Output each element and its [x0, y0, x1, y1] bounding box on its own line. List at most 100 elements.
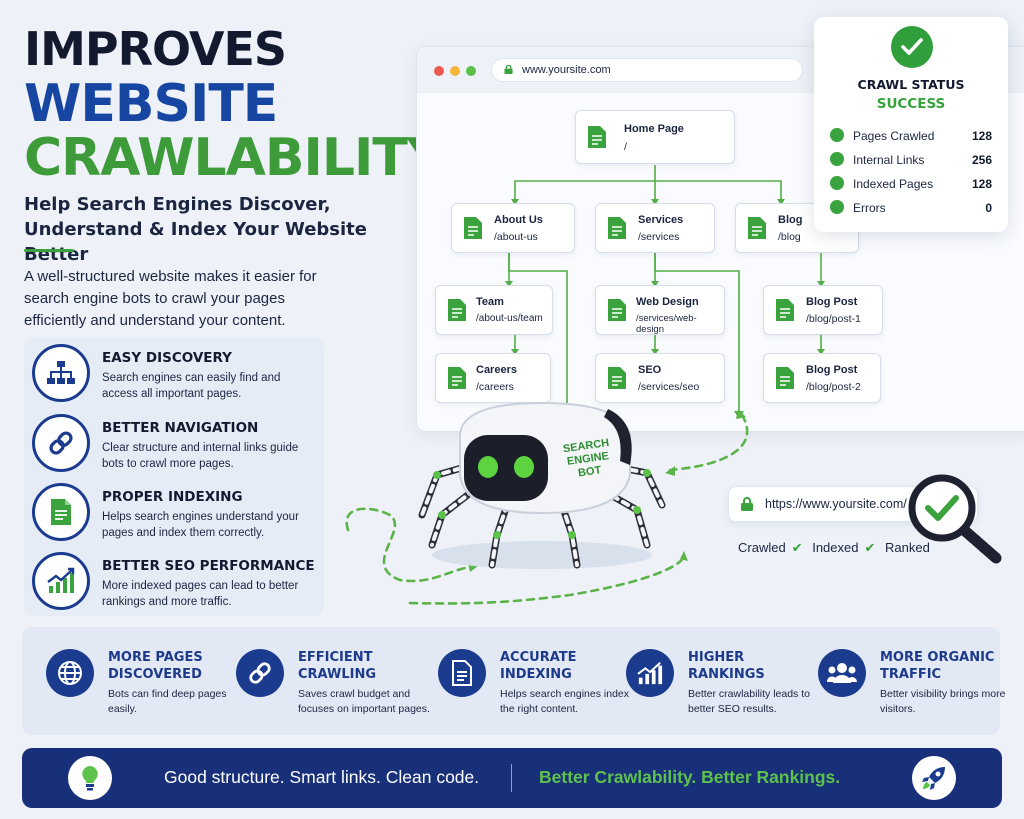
- strip-item: ACCURATE INDEXING Helps search engines i…: [438, 641, 629, 731]
- status-label: Pages Crawled: [853, 129, 935, 143]
- page-path: /blog/post-2: [806, 381, 861, 393]
- page-path: /careers: [476, 381, 514, 393]
- success-check-icon: [891, 26, 933, 68]
- divider: [24, 249, 74, 252]
- link-icon: [32, 414, 90, 472]
- page-node-services[interactable]: Services /services: [595, 203, 715, 253]
- benefit-title: PROPER INDEXING: [102, 489, 243, 505]
- status-row: Internal Links 256: [830, 151, 992, 169]
- page-node-blog-post-1[interactable]: Blog Post /blog/post-1: [763, 285, 883, 335]
- document-icon: [32, 483, 90, 541]
- banner-divider: [511, 764, 512, 792]
- benefit-item: BETTER NAVIGATION Clear structure and in…: [32, 410, 322, 478]
- page-node-blog-post-2[interactable]: Blog Post /blog/post-2: [763, 353, 881, 403]
- page-title: Blog Post: [806, 364, 858, 376]
- status-label: Errors: [853, 201, 886, 215]
- status-row: Errors 0: [830, 199, 992, 217]
- maximize-dot[interactable]: [466, 66, 476, 76]
- strip-item: HIGHER RANKINGS Better crawlability lead…: [626, 641, 816, 731]
- benefit-title: BETTER NAVIGATION: [102, 420, 259, 436]
- banner-tagline: Good structure. Smart links. Clean code.: [164, 767, 480, 787]
- magnifier-check-icon: [908, 474, 1002, 564]
- page-title: Blog: [778, 214, 803, 226]
- strip-title: EFFICIENT CRAWLING: [298, 650, 377, 682]
- address-text: www.yoursite.com: [522, 64, 611, 76]
- page-title: Web Design: [636, 296, 699, 308]
- strip-text: Helps search engines index the right con…: [500, 688, 629, 715]
- crawl-result-steps: Crawled✔ Indexed✔ Ranked: [738, 540, 936, 556]
- page-icon: [608, 367, 626, 389]
- crawl-status-state: SUCCESS: [876, 96, 946, 112]
- strip-title: MORE ORGANIC TRAFFIC: [880, 650, 995, 682]
- page-node-web-design[interactable]: Web Design /services/web-design: [595, 285, 725, 335]
- headline-line-3: CRAWLABILITY: [24, 128, 444, 188]
- benefit-text: More indexed pages can lead to better ra…: [102, 580, 299, 608]
- page-icon: [608, 299, 626, 321]
- users-icon: [818, 649, 866, 697]
- step-label: Crawled: [738, 540, 786, 555]
- strip-text: Better visibility brings more visitors.: [880, 688, 1006, 715]
- page-icon: [776, 299, 794, 321]
- page-node-home[interactable]: Home Page /: [575, 110, 735, 164]
- page-title: SEO: [638, 364, 662, 376]
- page-title: Home Page: [624, 123, 684, 135]
- benefits-strip: MORE PAGES DISCOVERED Bots can find deep…: [22, 627, 1005, 735]
- page-node-seo[interactable]: SEO /services/seo: [595, 353, 725, 403]
- close-dot[interactable]: [434, 66, 444, 76]
- globe-icon: [46, 649, 94, 697]
- page-title: About Us: [494, 214, 543, 226]
- document-icon: [438, 649, 486, 697]
- page-path: /services/web-design: [636, 313, 697, 335]
- benefit-text: Search engines can easily find and acces…: [102, 372, 281, 400]
- page-node-about[interactable]: About Us /about-us: [451, 203, 575, 253]
- crawl-status-title: CRAWL STATUS: [857, 77, 965, 92]
- benefit-text: Helps search engines understand your pag…: [102, 511, 299, 539]
- lock-icon: [504, 65, 513, 74]
- benefit-title: BETTER SEO PERFORMANCE: [102, 558, 315, 574]
- status-row: Pages Crawled 128: [830, 127, 992, 145]
- strip-title: ACCURATE INDEXING: [500, 650, 577, 682]
- page-node-careers[interactable]: Careers /careers: [435, 353, 551, 403]
- page-icon: [748, 217, 766, 239]
- crawl-status-card: CRAWL STATUS SUCCESS Pages Crawled 128 I…: [814, 17, 1008, 232]
- check-icon: [830, 200, 844, 214]
- strip-text: Saves crawl budget and focuses on import…: [298, 688, 430, 715]
- strip-title: MORE PAGES DISCOVERED: [108, 650, 203, 682]
- status-value: 256: [971, 153, 992, 167]
- growth-chart-icon: [626, 649, 674, 697]
- intro-text: A well-structured website makes it easie…: [24, 268, 317, 329]
- link-icon: [236, 649, 284, 697]
- page-icon: [776, 367, 794, 389]
- search-engine-bot-illustration: [418, 401, 666, 569]
- page-title: Services: [638, 214, 684, 226]
- strip-item: MORE PAGES DISCOVERED Bots can find deep…: [46, 641, 236, 731]
- status-value: 0: [985, 201, 992, 215]
- status-label: Internal Links: [853, 153, 925, 167]
- page-path: /: [624, 141, 627, 153]
- page-path: /blog/post-1: [806, 313, 861, 325]
- benefit-item: EASY DISCOVERY Search engines can easily…: [32, 340, 322, 408]
- benefit-item: PROPER INDEXING Helps search engines und…: [32, 479, 322, 547]
- page-path: /services/seo: [638, 381, 700, 393]
- strip-text: Bots can find deep pages easily.: [108, 688, 227, 715]
- benefit-item: BETTER SEO PERFORMANCE More indexed page…: [32, 548, 322, 616]
- banner-slogan: Better Crawlability. Better Rankings.: [539, 767, 841, 787]
- minimize-dot[interactable]: [450, 66, 460, 76]
- subheading: Help Search Engines Discover, Understand…: [24, 194, 367, 265]
- page-title: Blog Post: [806, 296, 858, 308]
- check-icon: [830, 176, 844, 190]
- site-tree-connectors: [505, 165, 825, 419]
- step-label: Indexed: [812, 540, 859, 555]
- check-icon: [830, 128, 844, 142]
- status-value: 128: [971, 177, 992, 191]
- page-node-team[interactable]: Team /about-us/team: [435, 285, 553, 335]
- address-bar[interactable]: www.yoursite.com: [491, 58, 803, 82]
- step-label: Ranked: [885, 540, 930, 555]
- status-row: Indexed Pages 128: [830, 175, 992, 193]
- benefit-title: EASY DISCOVERY: [102, 350, 232, 366]
- strip-text: Better crawlability leads to better SEO …: [688, 688, 810, 715]
- benefit-panel: EASY DISCOVERY Search engines can easily…: [24, 338, 324, 616]
- page-icon: [608, 217, 626, 239]
- page-title: Careers: [476, 364, 517, 376]
- status-value: 128: [971, 129, 992, 143]
